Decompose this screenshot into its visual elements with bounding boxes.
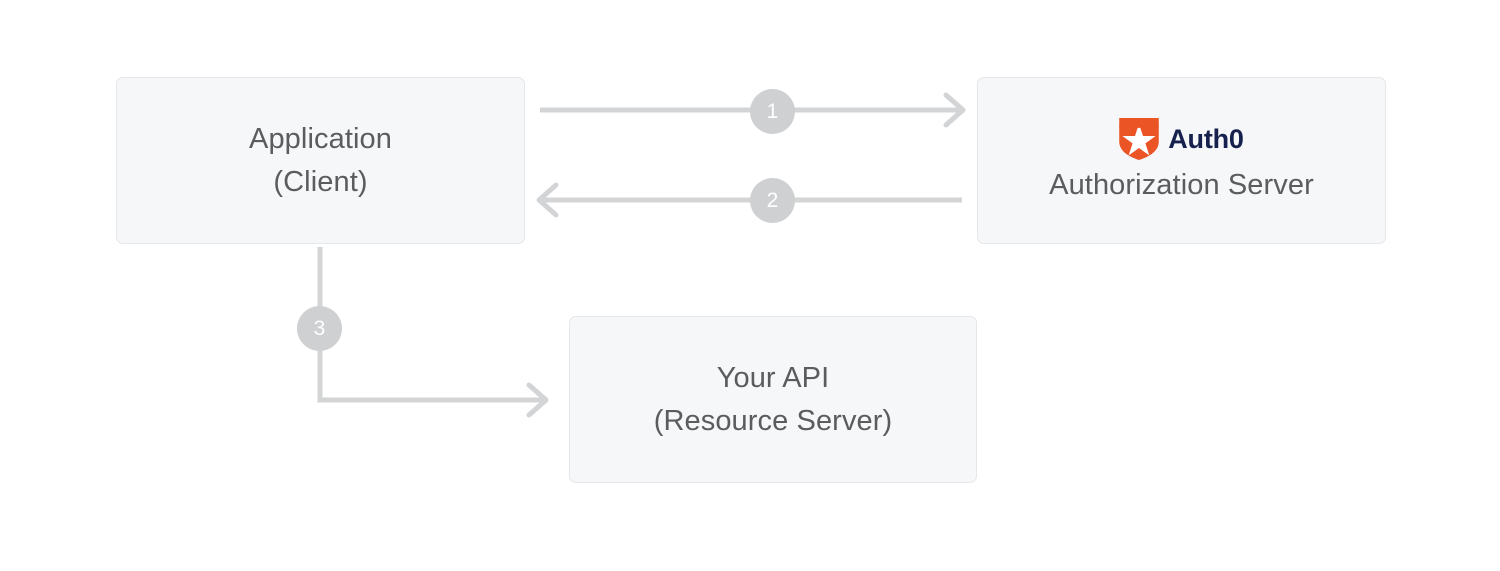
arrowhead-right-3: [526, 382, 549, 418]
node-your-api-title: Your API: [716, 361, 830, 394]
arrowhead-left-2: [536, 182, 559, 218]
node-your-api-subtitle: (Resource Server): [653, 404, 893, 437]
auth0-shield-icon: [1119, 118, 1160, 161]
step-badge-1: 1: [750, 89, 795, 134]
node-authorization-server[interactable]: Auth0 Authorization Server: [977, 77, 1386, 244]
arrowhead-right-1: [943, 92, 966, 128]
step-badge-2: 2: [750, 178, 795, 223]
step-badge-3: 3: [297, 306, 342, 351]
node-application[interactable]: Application (Client): [116, 77, 525, 244]
auth0-wordmark: Auth0: [1168, 123, 1244, 154]
node-your-api[interactable]: Your API (Resource Server): [569, 316, 977, 483]
node-authorization-server-label: Authorization Server: [1049, 169, 1314, 202]
node-application-title: Application: [249, 122, 392, 155]
node-application-subtitle: (Client): [273, 165, 368, 198]
connector-line-3: [317, 247, 545, 403]
auth0-brand-lockup: Auth0: [1119, 118, 1244, 161]
